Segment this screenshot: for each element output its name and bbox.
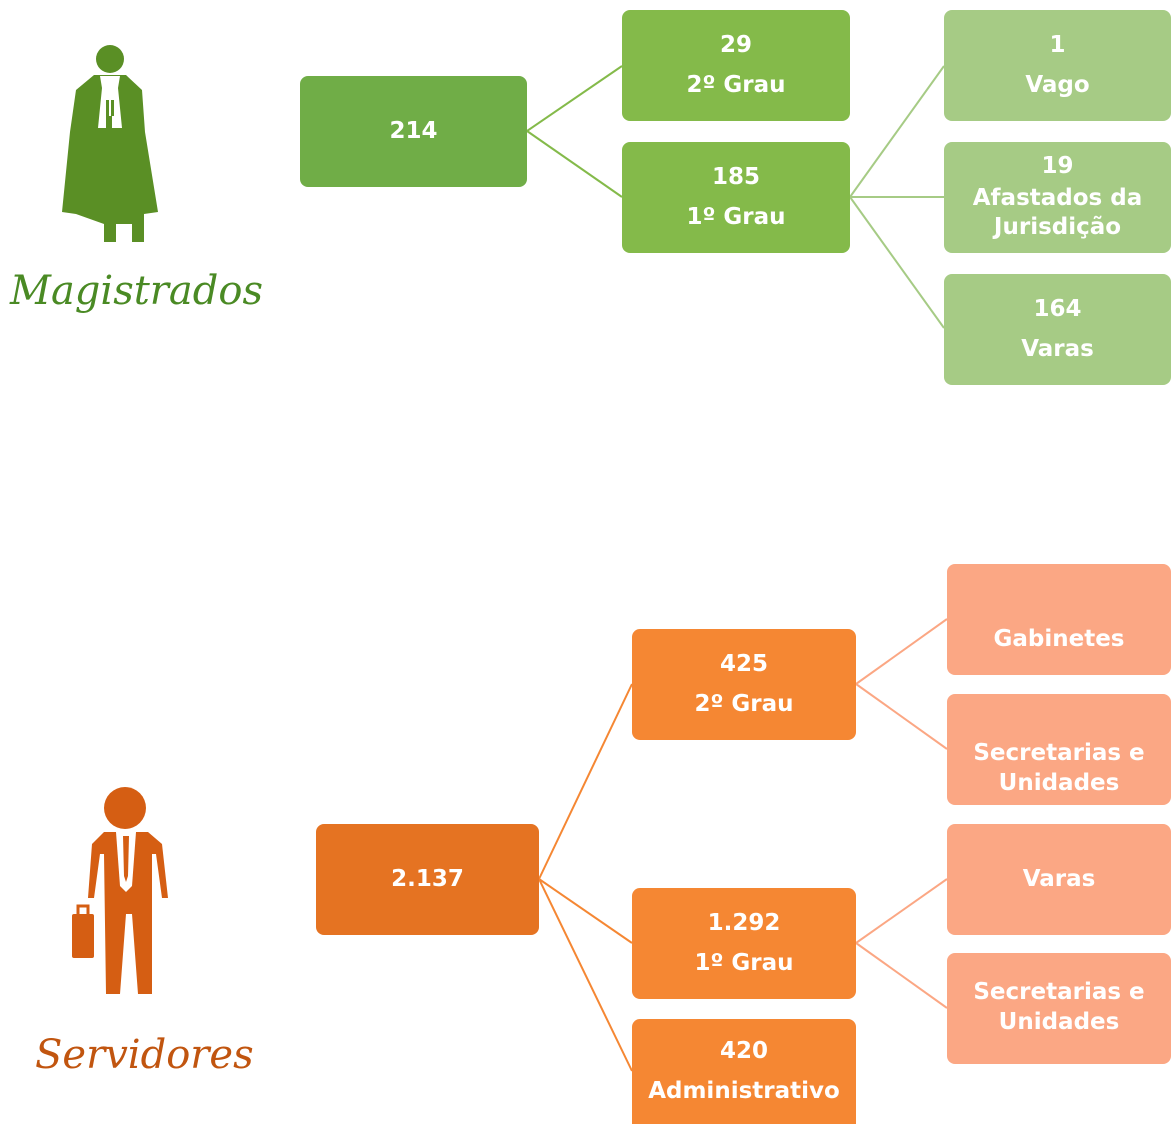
srv-second-value: 425 bbox=[719, 650, 768, 677]
servidores-caption: Servidores bbox=[35, 1032, 254, 1078]
srv-secretarias-2grau-line1: Secretarias e bbox=[973, 740, 1145, 766]
srv-first-value: 1.292 bbox=[707, 909, 781, 936]
mag-varas-value: 164 bbox=[1033, 295, 1082, 322]
connector-srv-root-second bbox=[538, 683, 633, 880]
judge-icon bbox=[62, 45, 158, 242]
mag-root-box: 214 bbox=[300, 76, 527, 187]
connector-srv-first-secretarias bbox=[855, 942, 948, 1009]
mag-afastados-value: 19 bbox=[1041, 153, 1074, 180]
mag-afastados-box: 19 Afastados da Jurisdição bbox=[944, 142, 1171, 253]
srv-varas-label: Varas bbox=[1022, 866, 1096, 892]
srv-gabinetes-box: Gabinetes bbox=[947, 564, 1171, 675]
mag-first-label: 1º Grau bbox=[686, 203, 786, 230]
srv-secretarias-2grau-line2: Unidades bbox=[998, 769, 1120, 796]
srv-root-value: 2.137 bbox=[391, 865, 464, 892]
mag-afastados-label-line2: Jurisdição bbox=[993, 214, 1122, 241]
mag-varas-label: Varas bbox=[1021, 335, 1094, 362]
srv-secretarias-1grau-line2: Unidades bbox=[998, 1008, 1120, 1035]
connector-srv-root-first bbox=[538, 878, 633, 944]
connector-mag-first-vago bbox=[849, 65, 945, 198]
mag-root-value: 214 bbox=[389, 117, 438, 144]
srv-admin-box: 420 Administrativo bbox=[632, 1019, 856, 1124]
srv-admin-value: 420 bbox=[719, 1037, 768, 1064]
srv-root-box: 2.137 bbox=[316, 824, 539, 935]
businessman-icon bbox=[72, 787, 168, 994]
mag-varas-box: 164 Varas bbox=[944, 274, 1171, 385]
magistrados-caption: Magistrados bbox=[10, 268, 263, 314]
connector-srv-root-admin bbox=[538, 878, 633, 1072]
mag-vago-box: 1 Vago bbox=[944, 10, 1171, 121]
mag-second-value: 29 bbox=[719, 31, 752, 58]
srv-second-grau-box: 425 2º Grau bbox=[632, 629, 856, 740]
connector-mag-root-first bbox=[526, 130, 623, 198]
connector-mag-first-varas bbox=[849, 196, 945, 329]
srv-second-label: 2º Grau bbox=[694, 690, 794, 717]
srv-secretarias-2grau-box: Secretarias e Unidades bbox=[947, 694, 1171, 805]
mag-first-value: 185 bbox=[711, 163, 760, 190]
connector-srv-first-varas bbox=[855, 878, 948, 944]
srv-gabinetes-label: Gabinetes bbox=[993, 626, 1125, 652]
connector-mag-root-second bbox=[526, 65, 623, 132]
mag-second-grau-box: 29 2º Grau bbox=[622, 10, 850, 121]
srv-first-grau-box: 1.292 1º Grau bbox=[632, 888, 856, 999]
srv-secretarias-1grau-box: Secretarias e Unidades bbox=[947, 953, 1171, 1064]
srv-secretarias-1grau-line1: Secretarias e bbox=[973, 979, 1145, 1005]
mag-afastados-label-line1: Afastados da bbox=[972, 184, 1143, 211]
srv-varas-box: Varas bbox=[947, 824, 1171, 935]
mag-vago-label: Vago bbox=[1025, 71, 1090, 98]
mag-second-label: 2º Grau bbox=[686, 71, 786, 98]
srv-first-label: 1º Grau bbox=[694, 949, 794, 976]
connector-srv-second-gabinetes bbox=[855, 618, 948, 685]
mag-vago-value: 1 bbox=[1049, 31, 1066, 58]
connector-srv-second-secretarias bbox=[855, 683, 948, 750]
mag-first-grau-box: 185 1º Grau bbox=[622, 142, 850, 253]
srv-admin-label: Administrativo bbox=[648, 1077, 840, 1104]
